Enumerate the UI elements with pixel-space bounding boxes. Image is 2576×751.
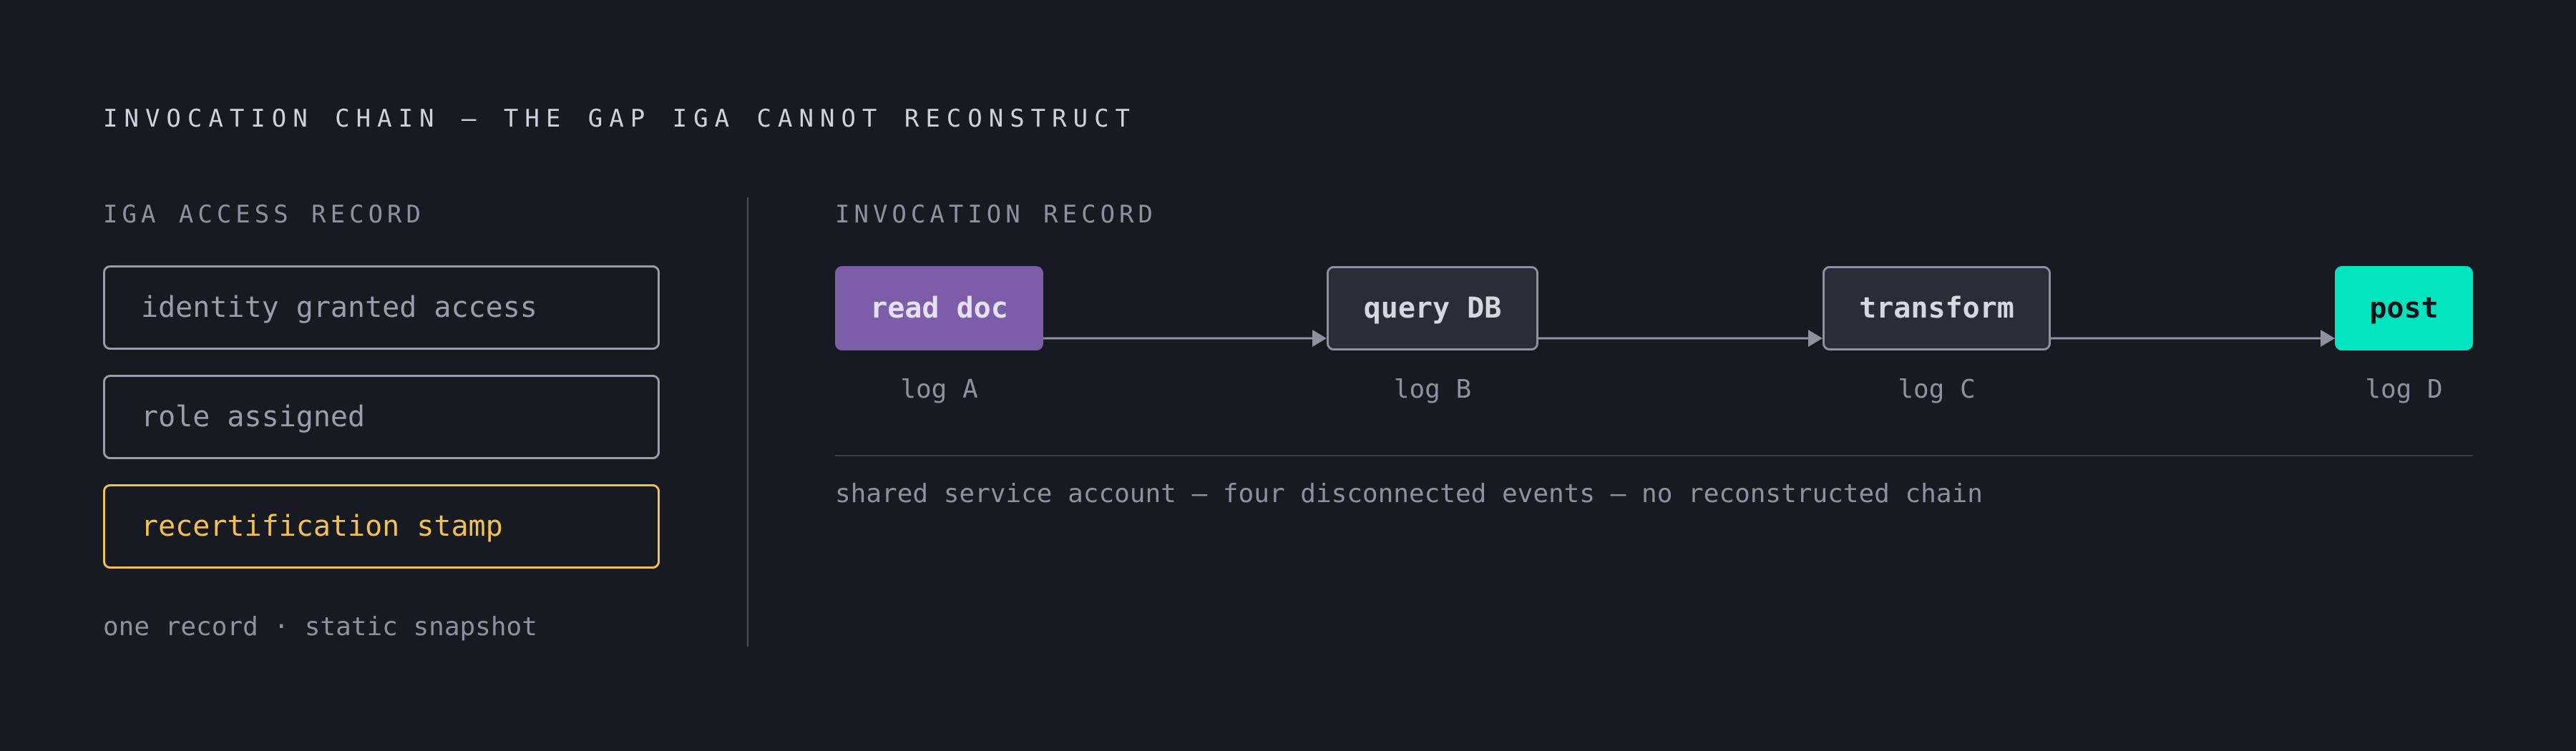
node-query-db: query DB xyxy=(1327,266,1538,350)
iga-access-record-label: IGA ACCESS RECORD xyxy=(103,200,425,229)
log-a-label: log A xyxy=(900,375,978,404)
node-transform: transform xyxy=(1823,266,2051,350)
arrow-query-to-transform xyxy=(1538,330,1823,347)
node-post: post xyxy=(2335,266,2473,350)
left-panel-caption: one record · static snapshot xyxy=(103,612,537,642)
log-b-label: log B xyxy=(1393,375,1472,404)
node-read-doc: read doc xyxy=(835,266,1043,350)
panel-divider xyxy=(747,197,748,647)
footnote-divider xyxy=(835,455,2473,456)
arrow-transform-to-post xyxy=(2051,330,2335,347)
diagram-title: INVOCATION CHAIN — THE GAP IGA CANNOT RE… xyxy=(103,104,1137,133)
right-panel-footnote: shared service account — four disconnect… xyxy=(835,479,1983,509)
record-recertification-stamp: recertification stamp xyxy=(103,484,660,569)
invocation-record-label: INVOCATION RECORD xyxy=(835,200,1157,229)
arrow-read-to-query xyxy=(1043,330,1327,347)
record-role-assigned: role assigned xyxy=(103,375,660,459)
log-c-label: log C xyxy=(1898,375,1976,404)
record-identity-granted-access: identity granted access xyxy=(103,265,660,350)
log-d-label: log D xyxy=(2365,375,2443,404)
